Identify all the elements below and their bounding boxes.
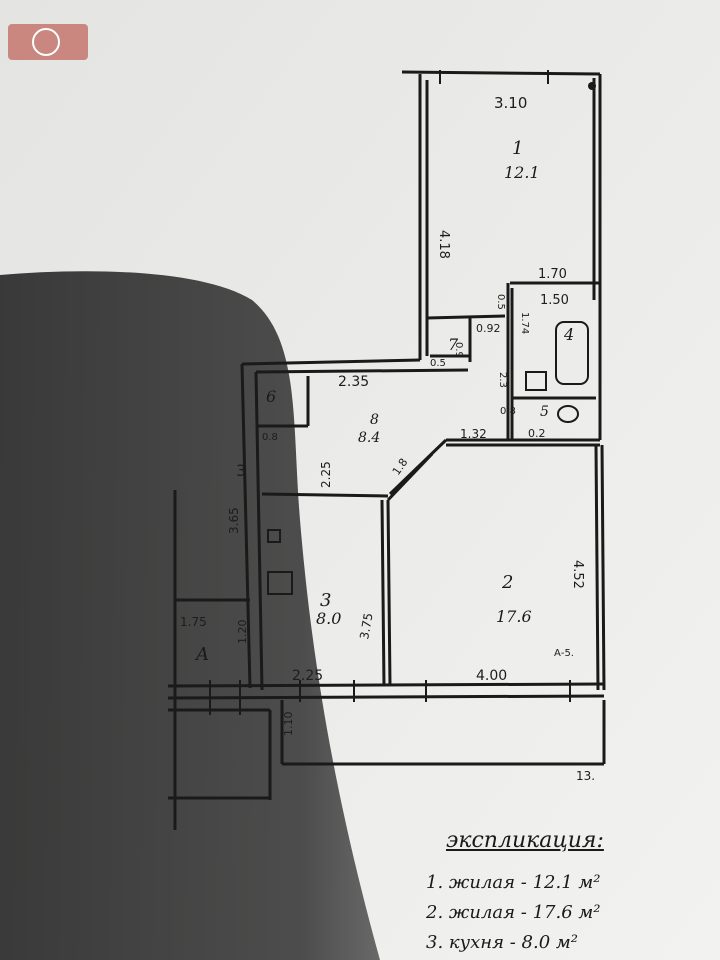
room-8-area: 8.4 xyxy=(358,430,380,446)
spec-line-1: 1. жилая - 12.1 м² xyxy=(426,872,601,893)
room-5-number: 5 xyxy=(540,404,549,420)
dim-closet7-d: 0.9 xyxy=(453,342,464,358)
room-2-area: 17.6 xyxy=(496,607,532,626)
room-a-letter: A xyxy=(194,644,209,665)
dim-kitchen-side: 3.75 xyxy=(357,612,375,641)
room-8-number: 8 xyxy=(370,412,379,428)
dim-extra-a: А-5. xyxy=(554,648,574,659)
dim-wc-b: 0.8 xyxy=(500,406,516,417)
dim-extra-b: 13. xyxy=(576,769,595,783)
room-1-area: 12.1 xyxy=(504,163,540,182)
stove-icon xyxy=(267,571,293,595)
cian-logo xyxy=(8,24,88,60)
dim-balcony-side: 1.20 xyxy=(236,620,249,645)
dim-closet7-b: 0.92 xyxy=(476,322,501,335)
dim-bath-outer: 1.70 xyxy=(538,267,567,282)
dim-room2-width: 4.00 xyxy=(476,668,507,684)
dim-corridor-a: 1.32 xyxy=(460,427,487,441)
dim-loggia: 1.10 xyxy=(282,712,295,737)
dim-room1-width: 3.10 xyxy=(494,94,527,112)
dim-hall-side: 2.25 xyxy=(319,461,333,488)
walls xyxy=(167,70,606,830)
dim-closet7-c: 0.5 xyxy=(430,358,446,369)
riser-icon xyxy=(588,82,596,90)
bathtub-icon xyxy=(555,321,589,385)
dim-hall-c: 0.8 xyxy=(262,432,278,443)
spec-line-2: 2. жилая - 17.6 м² xyxy=(426,902,601,923)
dim-stair-len: 3.65 xyxy=(227,507,241,534)
room-3-number: 3 xyxy=(320,590,331,611)
dim-room2-depth: 4.52 xyxy=(570,560,585,589)
boiler-icon xyxy=(525,371,547,391)
dim-closet7-a: 0.5 xyxy=(495,294,506,310)
room-3-area: 8.0 xyxy=(316,609,341,628)
dim-kitchen-width: 2.25 xyxy=(292,668,323,684)
room-4-number: 4 xyxy=(563,325,574,344)
dim-wc-a: 2.3 xyxy=(497,372,508,388)
dim-bath-side: 1.74 xyxy=(519,312,530,334)
dim-stair-mark: 3 xyxy=(236,461,246,480)
dim-hall-width: 2.35 xyxy=(338,374,369,390)
dim-corridor-b: 0.2 xyxy=(528,427,546,440)
room-2-number: 2 xyxy=(501,572,513,593)
window-marks xyxy=(209,70,571,715)
logo-ring-icon xyxy=(32,28,60,56)
dim-room1-length: 4.18 xyxy=(436,230,451,259)
hand-shadow xyxy=(0,271,380,960)
dim-bath-inner: 1.50 xyxy=(540,293,569,308)
room-7-number: 7 xyxy=(448,335,459,354)
spec-title: экспликация: xyxy=(446,828,604,853)
room-6-number: 6 xyxy=(266,387,276,406)
spec-line-3: 3. кухня - 8.0 м² xyxy=(426,932,579,953)
sink-icon xyxy=(267,529,281,543)
dim-balcony-width: 1.75 xyxy=(180,615,207,629)
toilet-icon xyxy=(557,405,579,423)
room-1-number: 1 xyxy=(512,138,523,159)
